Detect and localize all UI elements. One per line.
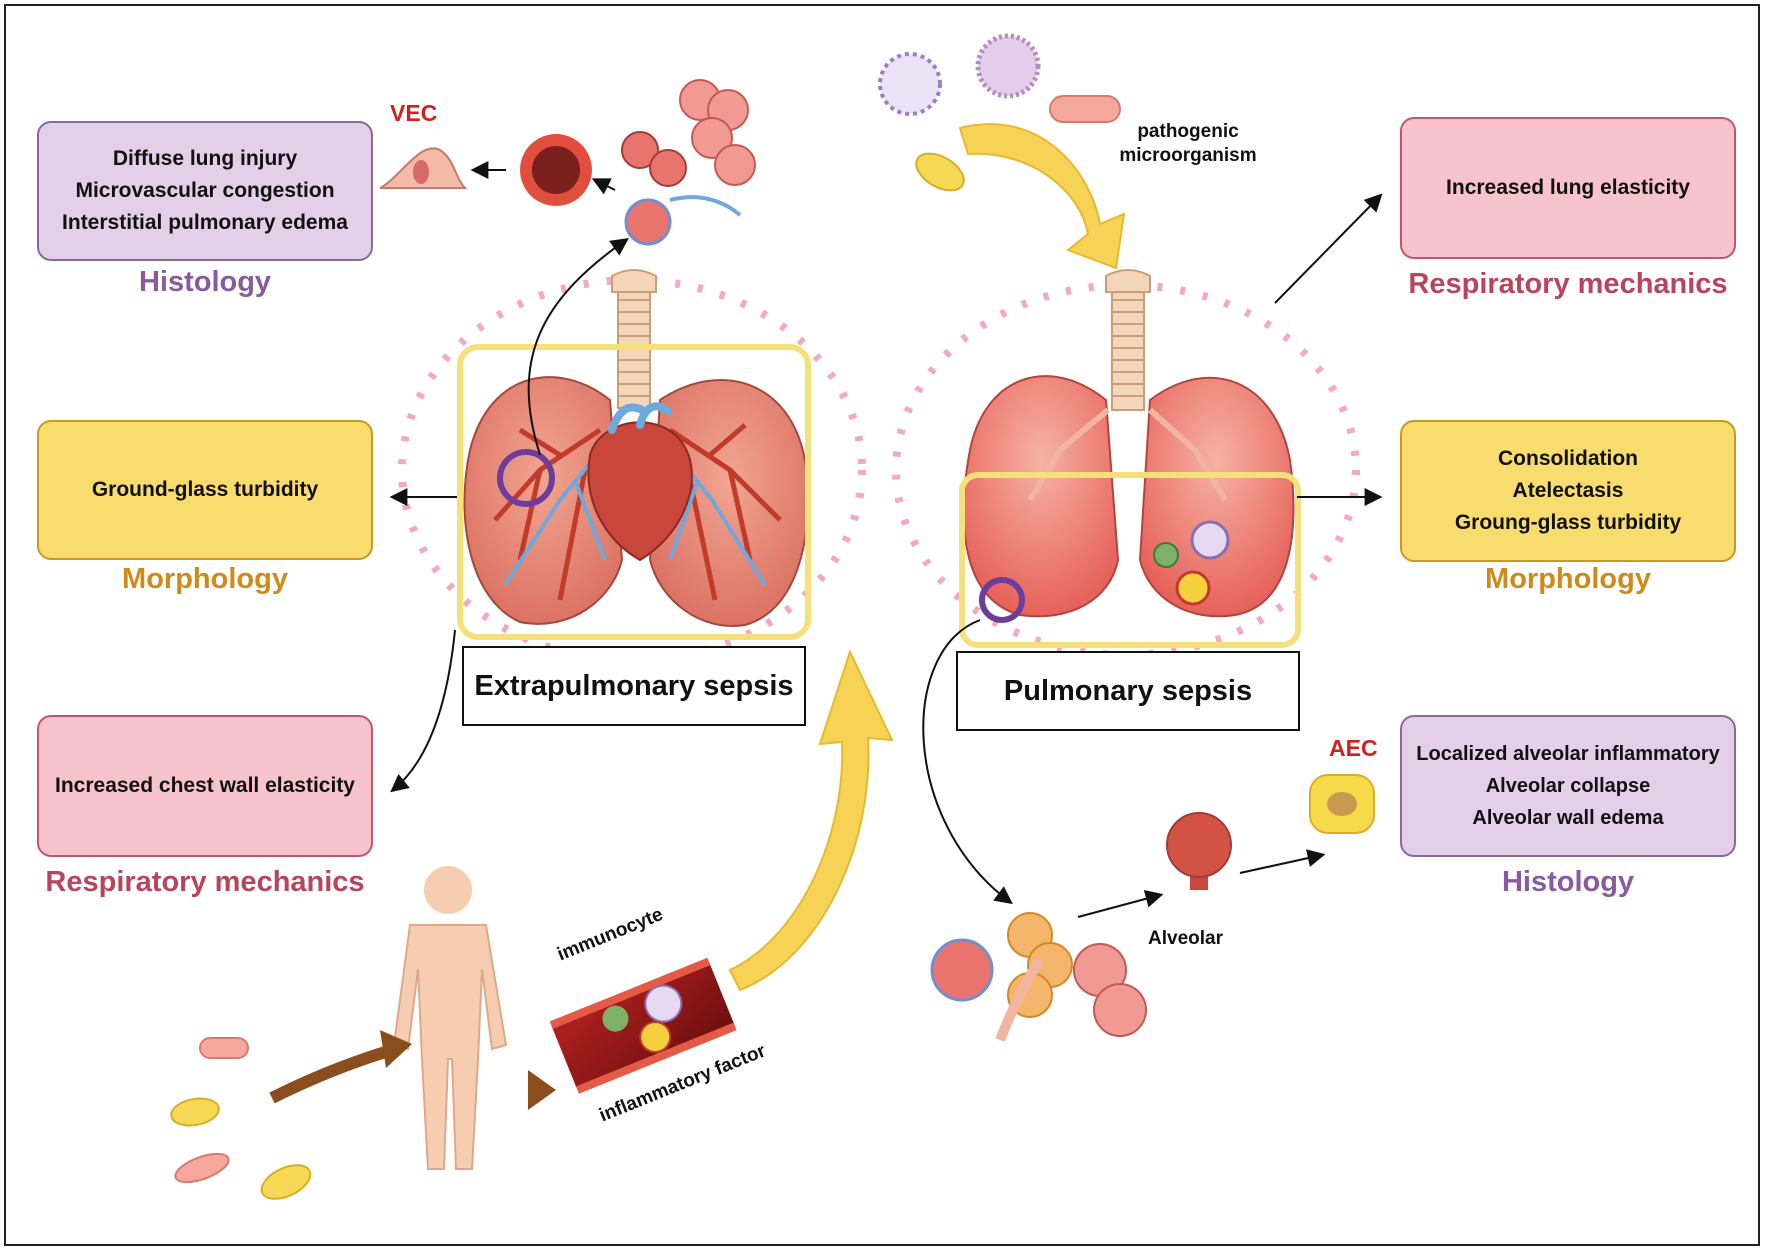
left-morphology-caption: Morphology <box>122 563 288 595</box>
bacterium-icon <box>1049 95 1121 123</box>
left-yellow-frame <box>457 344 811 640</box>
pathogen-label-line-2: microorganism <box>1119 145 1257 166</box>
extrapulmonary-sepsis-label: Extrapulmonary sepsis <box>462 646 806 726</box>
left-morphology-line-1: Ground-glass turbidity <box>91 478 319 501</box>
right-morphology-box: Consolidation Atelectasis Groung-glass t… <box>1400 420 1736 562</box>
right-inflammatory-cell <box>1175 570 1211 606</box>
pathogen-flow-arrow <box>958 123 1126 270</box>
right-histology-line-1: Localized alveolar inflammatory <box>1416 743 1720 765</box>
right-histology-line-2: Alveolar collapse <box>1485 775 1651 797</box>
right-morphology-line-3: Groung-glass turbidity <box>1454 511 1682 534</box>
left-mechanics-line-1: Increased chest wall elasticity <box>55 774 355 797</box>
vessel-cross-section <box>520 134 592 206</box>
right-histology-line-3: Alveolar wall edema <box>1472 807 1664 829</box>
aec-cell-icon <box>1309 774 1375 834</box>
virus-icon <box>878 52 942 116</box>
alveolar-label: Alveolar <box>1148 928 1223 949</box>
right-mechanics-line-1: Increased lung elasticity <box>1446 176 1690 199</box>
arrow-lung-to-alveoli <box>527 237 629 456</box>
entry-arrow <box>269 1044 394 1104</box>
left-mechanics-caption: Respiratory mechanics <box>45 866 365 898</box>
arrow-to-right-mechanics <box>1274 193 1383 304</box>
left-histology-line-1: Diffuse lung injury <box>112 147 298 170</box>
alveolar-sac-icon <box>1166 812 1232 890</box>
arrow-to-left-mechanics <box>390 629 456 793</box>
pathogen-label-line-1: pathogenic <box>1137 121 1239 142</box>
left-morphology-box: Ground-glass turbidity <box>37 420 373 560</box>
right-mechanics-box: Increased lung elasticity <box>1400 117 1736 259</box>
vec-cell-icon <box>379 147 468 189</box>
right-morphology-line-1: Consolidation <box>1498 447 1638 470</box>
circulation-arrow <box>528 1070 556 1110</box>
left-lungs-illustration <box>463 269 809 627</box>
pulmonary-sepsis-label: Pulmonary sepsis <box>956 651 1300 731</box>
right-lung-lobe-b <box>1138 376 1295 618</box>
top-left-alveoli-cluster <box>621 79 756 246</box>
blood-vessel-segment <box>549 957 737 1094</box>
right-histology-box: Localized alveolar inflammatory Alveolar… <box>1400 715 1736 857</box>
aec-label: AEC <box>1329 735 1378 761</box>
left-histology-line-3: Interstitial pulmonary edema <box>62 211 348 234</box>
left-histology-box: Diffuse lung injury Microvascular conges… <box>37 121 373 261</box>
bottom-alveoli-cluster <box>930 912 1147 1042</box>
pathogen-label: pathogenic microorganism <box>1108 120 1268 168</box>
right-immune-cell <box>1190 520 1230 560</box>
bacterium-icon-2 <box>915 152 965 192</box>
heart <box>587 421 693 562</box>
right-mechanics-caption: Respiratory mechanics <box>1408 268 1728 300</box>
virus-icon-2 <box>975 33 1041 99</box>
circulation-flow-arrow <box>728 649 894 992</box>
right-focus-ring <box>979 577 1025 623</box>
right-lung-lobe-a <box>962 375 1120 618</box>
left-mechanics-box: Increased chest wall elasticity <box>37 715 373 857</box>
arrow-sac-to-aec <box>1239 849 1326 874</box>
right-yellow-frame <box>959 472 1301 648</box>
left-histology-caption: Histology <box>138 266 272 298</box>
right-morphology-line-2: Atelectasis <box>1512 479 1624 502</box>
human-figure <box>392 866 508 1170</box>
outer-frame <box>4 4 1760 1246</box>
right-trachea <box>1111 289 1145 411</box>
left-focus-ring <box>497 449 555 507</box>
arrow-alveoli-to-sac <box>1077 890 1164 918</box>
arrow-lung-to-alveoli-bottom <box>922 619 1013 905</box>
right-morphology-caption: Morphology <box>1485 563 1651 595</box>
left-histology-line-2: Microvascular congestion <box>75 179 335 202</box>
bottom-bacteria-cluster <box>170 1037 312 1200</box>
arrow-alveoli-to-vessel <box>591 178 616 195</box>
right-histology-caption: Histology <box>1501 866 1635 898</box>
vec-label: VEC <box>390 100 438 126</box>
right-lungs-illustration <box>962 269 1295 623</box>
pathogen-cluster <box>878 33 1121 192</box>
